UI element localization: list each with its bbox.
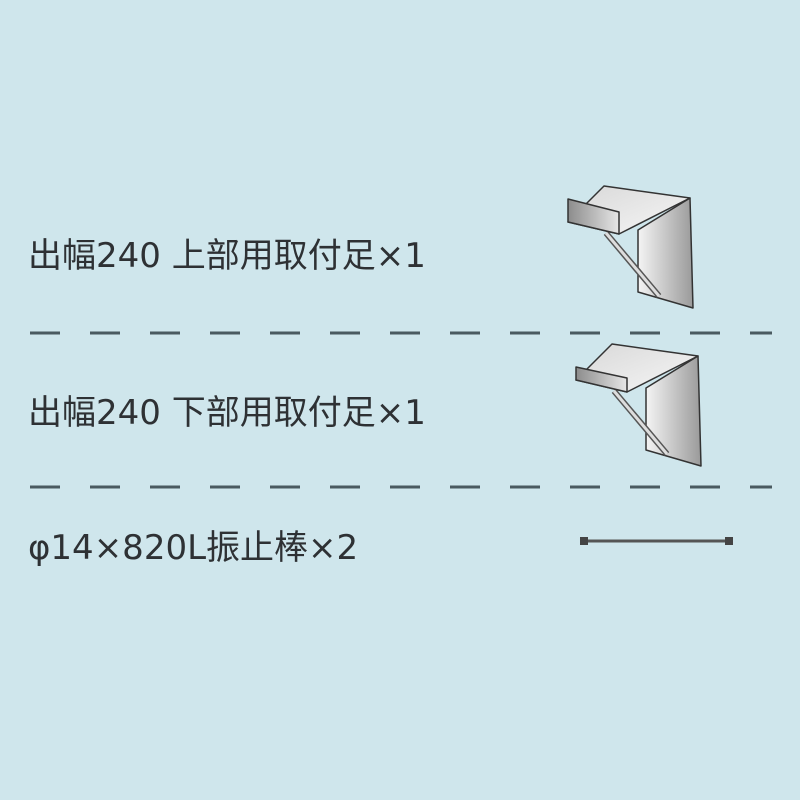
item-label-lower-bracket: 出幅240 下部用取付足×1 bbox=[28, 393, 426, 433]
item-label-upper-bracket: 出幅240 上部用取付足×1 bbox=[28, 236, 426, 276]
item-label-rod: φ14×820L振止棒×2 bbox=[28, 528, 359, 568]
upper-bracket-icon bbox=[567, 185, 694, 309]
lower-bracket-icon bbox=[575, 343, 702, 467]
anti-sway-rod-icon bbox=[580, 537, 733, 545]
